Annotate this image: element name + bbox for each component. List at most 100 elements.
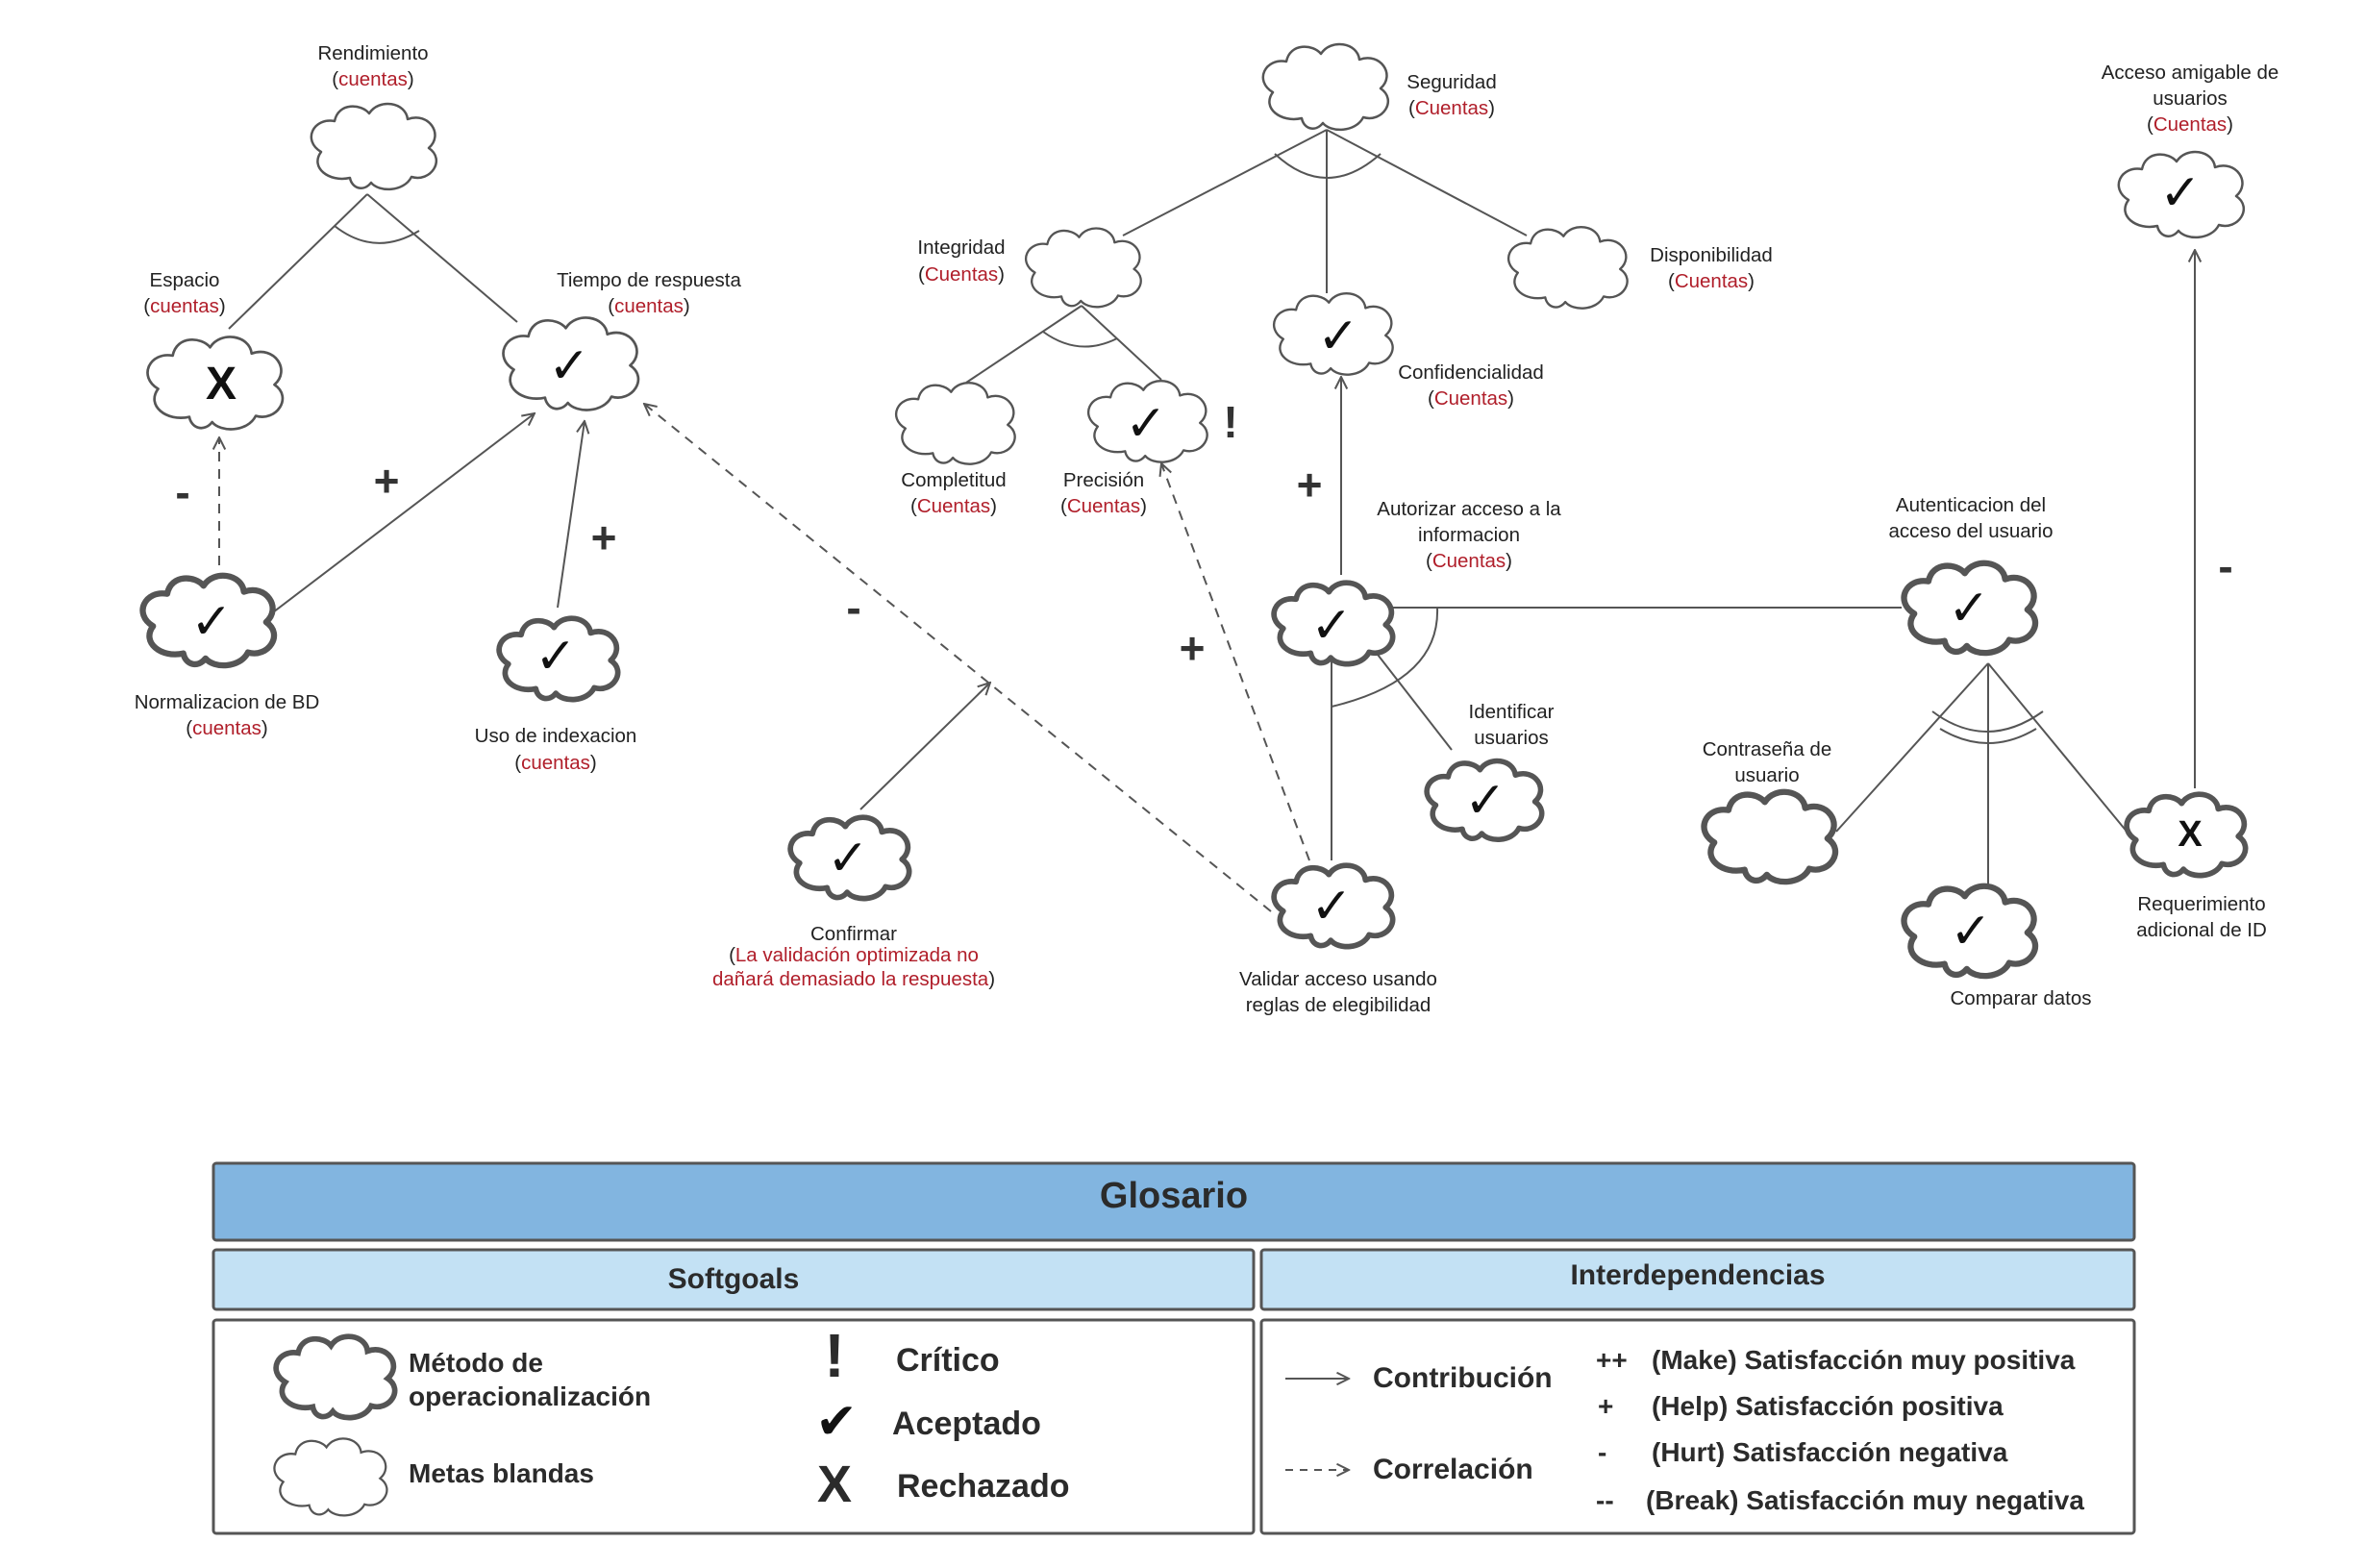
ref-acceso: (Cuentas) <box>2147 113 2233 136</box>
glossary-title-band <box>212 1161 2136 1242</box>
legend-break-symbol: -- <box>1596 1485 1614 1515</box>
cloud-completitud[interactable] <box>894 381 1016 465</box>
label-comparar: Comparar datos <box>1951 987 2092 1009</box>
label-acceso-2: usuarios <box>2153 87 2228 110</box>
label-disponibilidad: Disponibilidad <box>1650 244 1773 266</box>
check-icon: ✓ <box>1317 308 1359 365</box>
label-identificar-1: Identificar <box>1469 701 1555 723</box>
label-validar-2: reglas de elegibilidad <box>1246 994 1431 1016</box>
check-icon: ✓ <box>1310 878 1353 935</box>
cloud-integridad[interactable] <box>1024 227 1142 309</box>
critical-icon: ! <box>1223 397 1237 447</box>
check-icon: ✓ <box>2159 164 2202 222</box>
label-rendimiento: Rendimiento <box>317 42 428 64</box>
check-icon: ✓ <box>1948 580 1990 637</box>
and-arc-autorizar <box>1331 607 1439 708</box>
ref-confirmar-2: dañará demasiado la respuesta) <box>712 968 995 990</box>
check-icon: ✓ <box>1310 597 1353 655</box>
edge-autenticacion-contrasena <box>1835 662 1989 833</box>
label-autenticacion-1: Autenticacion del <box>1896 494 2046 516</box>
ref-seguridad: (Cuentas) <box>1408 97 1495 119</box>
mark-espacio: X <box>206 359 236 410</box>
label-contrasena-1: Contraseña de <box>1703 738 1831 760</box>
label-acceso-1: Acceso amigable de <box>2102 62 2279 84</box>
edge-validar-precision[interactable] <box>1161 463 1310 861</box>
softgoals-header-band <box>212 1248 1256 1311</box>
label-seguridad: Seguridad <box>1407 71 1496 93</box>
label-autorizar-2: informacion <box>1418 524 1520 546</box>
check-icon: ✓ <box>1125 395 1167 453</box>
legend-contribucion: Contribución <box>1373 1362 1553 1394</box>
legend-hurt-symbol: - <box>1598 1437 1606 1467</box>
edge-validar-tiempo[interactable] <box>644 404 1272 912</box>
label-requerimiento-2: adicional de ID <box>2136 919 2267 941</box>
label-identificar-2: usuarios <box>1474 727 1549 749</box>
ref-indexacion: (cuentas) <box>514 752 596 774</box>
edge-rendimiento-espacio <box>228 193 368 330</box>
sign-requerimiento-acceso: - <box>2218 541 2232 591</box>
label-autenticacion-2: acceso del usuario <box>1889 520 2054 542</box>
ref-espacio: (cuentas) <box>143 295 225 317</box>
legend-help-symbol: + <box>1598 1391 1613 1421</box>
legend-metas: Metas blandas <box>409 1458 594 1488</box>
edge-normalizacion-tiempo[interactable] <box>268 413 535 616</box>
cloud-contrasena[interactable] <box>1705 792 1836 882</box>
edge-autenticacion-requerimiento <box>1987 662 2133 839</box>
softgoals-header: Softgoals <box>668 1263 800 1295</box>
edge-seguridad-disponibilidad <box>1326 129 1528 236</box>
legend-correlacion: Correlación <box>1373 1454 1533 1485</box>
sign-validar-precision: + <box>1180 623 1206 673</box>
sign-normalizacion-tiempo: + <box>374 456 400 506</box>
check-icon: ✓ <box>827 830 869 887</box>
ref-normalizacion: (cuentas) <box>186 717 267 739</box>
edge-integridad-completitud <box>965 305 1083 384</box>
edge-indexacion-tiempo[interactable] <box>557 421 585 609</box>
sign-autorizar-confidencialidad: + <box>1297 460 1323 510</box>
ref-tiempo: (cuentas) <box>608 295 689 317</box>
label-confidencialidad: Confidencialidad <box>1398 361 1544 384</box>
cloud-seguridad[interactable] <box>1261 42 1390 132</box>
check-icon: ✔ <box>815 1393 858 1451</box>
legend-critico: Crítico <box>896 1342 1000 1379</box>
check-icon: ✓ <box>1950 903 1992 960</box>
glossary: Glosario Softgoals Interdependencias Mét… <box>212 1161 2136 1535</box>
cloud-rendimiento[interactable] <box>310 102 438 191</box>
label-contrasena-2: usuario <box>1734 764 1799 786</box>
sign-indexacion-tiempo: + <box>591 512 617 562</box>
edge-rendimiento-tiempo <box>366 193 518 323</box>
check-icon: ✓ <box>535 628 577 685</box>
ref-disponibilidad: (Cuentas) <box>1668 270 1755 292</box>
check-icon: ✓ <box>548 337 590 395</box>
legend-make: (Make) Satisfacción muy positiva <box>1652 1345 2076 1375</box>
legend-help: (Help) Satisfacción positiva <box>1652 1391 2004 1421</box>
edge-integridad-precision <box>1081 305 1162 381</box>
edge-confirmar-correlacion[interactable] <box>859 683 990 810</box>
x-icon: X <box>817 1456 852 1513</box>
legend-break: (Break) Satisfacción muy negativa <box>1646 1485 2084 1515</box>
marks: X ✓ ✓ ✓ ✓ ✓ ! ✓ ✓ ✓ ✓ ✓ ✓ X ✓ <box>190 164 2203 960</box>
legend-metodo-1: Método de <box>409 1348 543 1378</box>
label-normalizacion: Normalizacion de BD <box>135 691 320 713</box>
interdependencias-panel <box>1259 1318 2136 1535</box>
edges <box>219 129 2195 912</box>
check-icon: ✓ <box>190 593 233 651</box>
ref-rendimiento: (cuentas) <box>332 68 413 90</box>
mark-requerimiento: X <box>2178 814 2203 855</box>
cloud-disponibilidad[interactable] <box>1506 225 1629 310</box>
ref-confirmar-1: (La validación optimizada no <box>729 944 979 966</box>
legend-rechazado: Rechazado <box>897 1468 1070 1505</box>
sign-validar-tiempo: - <box>846 583 860 633</box>
label-autorizar-1: Autorizar acceso a la <box>1377 498 1561 520</box>
ref-autorizar: (Cuentas) <box>1426 550 1512 572</box>
and-arc-integridad <box>1042 331 1118 348</box>
edge-seguridad-integridad <box>1122 129 1328 236</box>
and-arc-rendimiento <box>334 225 420 244</box>
legend-metodo-2: operacionalización <box>409 1381 651 1411</box>
and-arc-autenticacion-2 <box>1939 728 2037 744</box>
legend-aceptado: Aceptado <box>892 1406 1041 1442</box>
critical-icon: ! <box>824 1321 844 1390</box>
label-confirmar: Confirmar <box>810 923 897 945</box>
node-labels: Rendimiento (cuentas) Espacio (cuentas) … <box>135 42 2279 1016</box>
softgoals-panel <box>212 1318 1256 1535</box>
ref-integridad: (Cuentas) <box>918 263 1005 286</box>
